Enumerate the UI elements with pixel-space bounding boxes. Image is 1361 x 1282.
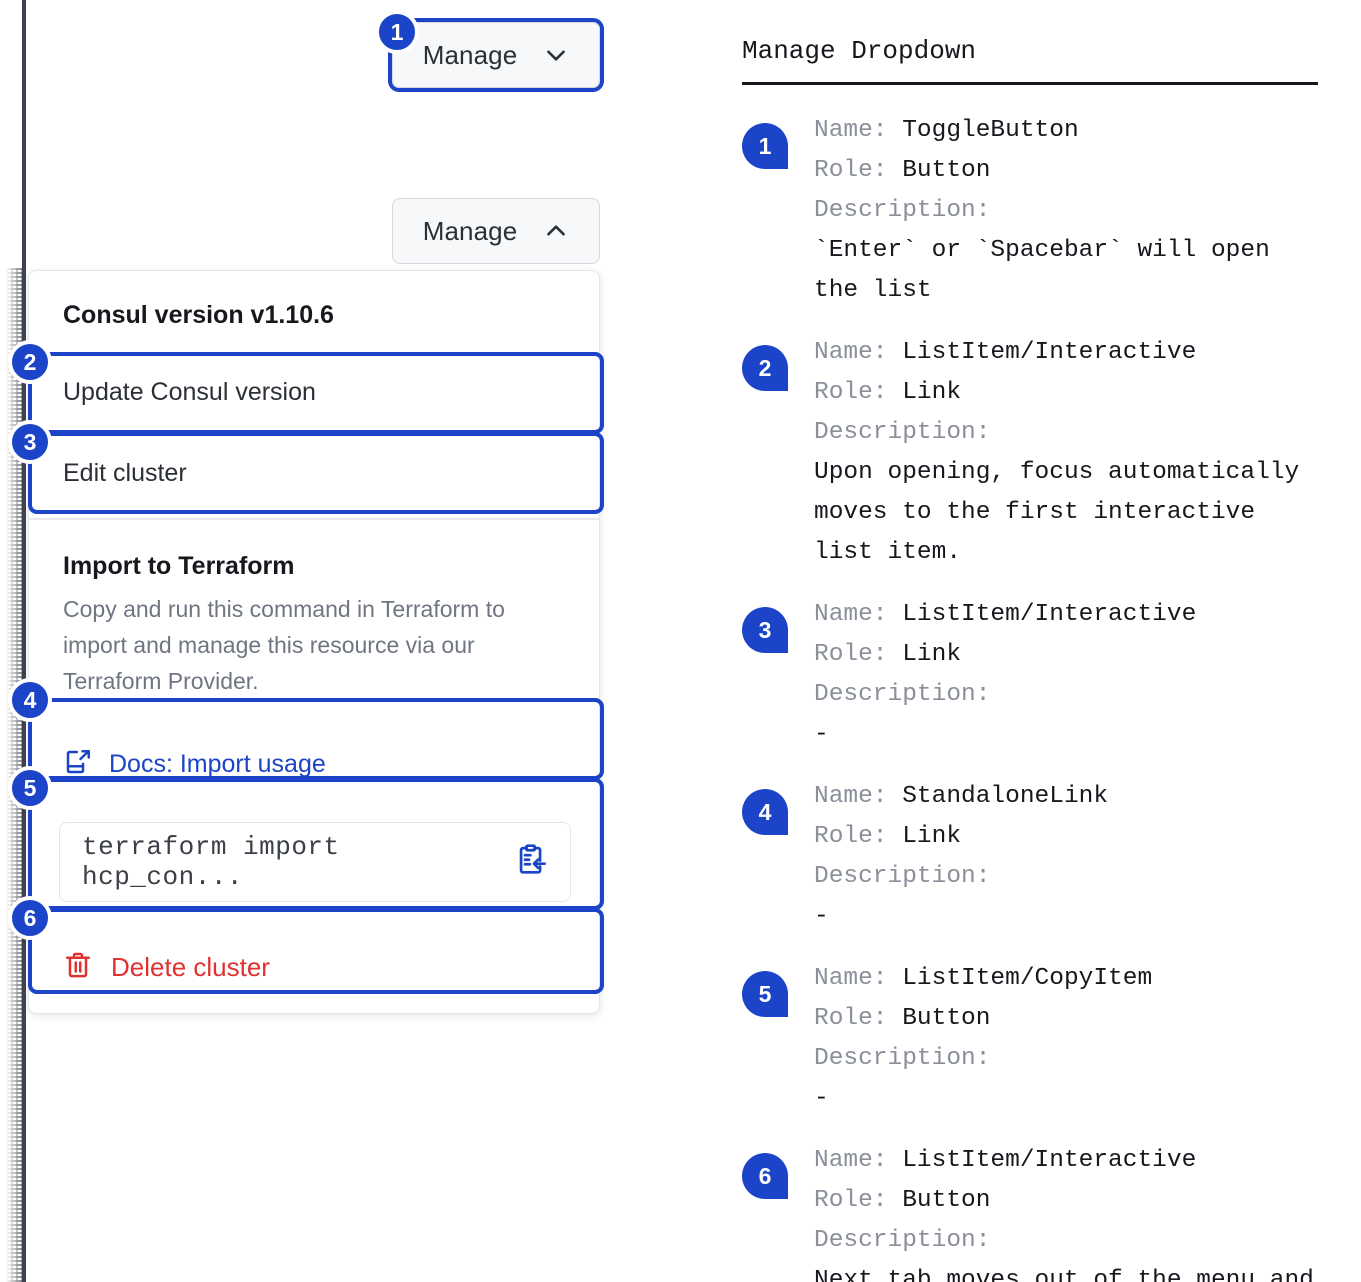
consul-version-header: Consul version v1.10.6 [63, 301, 334, 329]
external-link-docs-icon [63, 747, 93, 782]
marker-badge-1: 1 [375, 10, 419, 54]
legend-role-value: Link [902, 823, 962, 850]
legend-description-value: Upon opening, focus automatically moves … [814, 459, 1300, 566]
menu-item-edit-cluster[interactable]: Edit cluster [63, 459, 187, 487]
marker-badge-2: 2 [8, 340, 52, 384]
menu-divider [29, 518, 599, 520]
terraform-command-field[interactable]: terraform import hcp_con... [59, 822, 571, 902]
legend-name-value: ListItem/Interactive [902, 339, 1197, 366]
legend-role-label: Role: [814, 1005, 888, 1032]
legend-role-value: Link [902, 641, 962, 668]
legend-description-label: Description: [814, 1045, 991, 1072]
legend-description-value: `Enter` or `Spacebar` will open the list [814, 237, 1270, 304]
legend-role-label: Role: [814, 641, 888, 668]
legend-description-label: Description: [814, 1227, 991, 1254]
legend-pin-4: 4 [742, 789, 788, 835]
legend-name-label: Name: [814, 601, 888, 628]
docs-import-usage-link[interactable]: Docs: Import usage [29, 725, 599, 804]
legend-name-value: ListItem/CopyItem [902, 965, 1153, 992]
legend-description-value: - [814, 1085, 829, 1112]
import-to-terraform-title: Import to Terraform [63, 552, 295, 580]
legend-name-label: Name: [814, 117, 888, 144]
legend-pin-5: 5 [742, 971, 788, 1017]
page-edge-decoration [22, 0, 26, 1282]
legend-description-label: Description: [814, 681, 991, 708]
legend-entry: 6 Name: ListItem/Interactive Role: Butto… [742, 1141, 1318, 1282]
legend-role-value: Link [902, 379, 962, 406]
delete-cluster-label: Delete cluster [111, 952, 270, 982]
legend-name-label: Name: [814, 965, 888, 992]
legend-name-value: ToggleButton [902, 117, 1079, 144]
menu-item-delete-cluster[interactable]: Delete cluster [29, 924, 599, 1013]
manage-toggle-button-expanded[interactable]: Manage [392, 198, 600, 264]
legend-description-value: - [814, 903, 829, 930]
legend-role-label: Role: [814, 823, 888, 850]
legend-name-value: ListItem/Interactive [902, 1147, 1197, 1174]
dropdown-demo-pane: Manage 1 Manage Consul version v1.10.6 U… [0, 0, 700, 1282]
marker-badge-3: 3 [8, 420, 52, 464]
legend-role-label: Role: [814, 157, 888, 184]
import-to-terraform-description: Copy and run this command in Terraform t… [63, 596, 505, 694]
legend-description-label: Description: [814, 197, 991, 224]
legend-entry: 3 Name: ListItem/Interactive Role: Link … [742, 595, 1318, 755]
marker-badge-4: 4 [8, 678, 52, 722]
legend-entry: 1 Name: ToggleButton Role: Button Descri… [742, 111, 1318, 311]
legend-description-value: Next tab moves out of the menu and to th… [814, 1267, 1314, 1282]
legend-name-value: ListItem/Interactive [902, 601, 1197, 628]
menu-item-update-consul-version[interactable]: Update Consul version [63, 378, 316, 406]
legend-title: Manage Dropdown [742, 36, 977, 66]
legend-name-label: Name: [814, 783, 888, 810]
legend-entry: 5 Name: ListItem/CopyItem Role: Button D… [742, 959, 1318, 1119]
chevron-down-icon [543, 42, 569, 68]
legend-name-value: StandaloneLink [902, 783, 1109, 810]
legend-entry: 4 Name: StandaloneLink Role: Link Descri… [742, 777, 1318, 937]
trash-icon [63, 950, 93, 985]
legend-divider [742, 82, 1318, 85]
manage-dropdown-panel: Consul version v1.10.6 Update Consul ver… [28, 270, 600, 1014]
legend-entry: 2 Name: ListItem/Interactive Role: Link … [742, 333, 1318, 573]
legend-pin-1: 1 [742, 123, 788, 169]
legend-role-label: Role: [814, 379, 888, 406]
manage-toggle-button-collapsed[interactable]: Manage [392, 22, 600, 88]
legend-role-label: Role: [814, 1187, 888, 1214]
annotation-legend-pane: Manage Dropdown 1 Name: ToggleButton Rol… [742, 36, 1318, 1282]
legend-description-label: Description: [814, 863, 991, 890]
legend-role-value: Button [902, 157, 991, 184]
chevron-up-icon [543, 218, 569, 244]
marker-badge-6: 6 [8, 896, 52, 940]
legend-description-label: Description: [814, 419, 991, 446]
legend-pin-2: 2 [742, 345, 788, 391]
marker-badge-5: 5 [8, 766, 52, 810]
docs-import-usage-label: Docs: Import usage [109, 750, 326, 778]
manage-toggle-label-collapsed: Manage [422, 39, 518, 70]
legend-description-value: - [814, 721, 829, 748]
legend-pin-3: 3 [742, 607, 788, 653]
legend-pin-6: 6 [742, 1153, 788, 1199]
terraform-command-value: terraform import hcp_con... [82, 832, 340, 892]
legend-name-label: Name: [814, 1147, 888, 1174]
terraform-command-row: terraform import hcp_con... [29, 804, 599, 924]
legend-role-value: Button [902, 1005, 991, 1032]
manage-toggle-label-expanded: Manage [422, 215, 518, 246]
legend-role-value: Button [902, 1187, 991, 1214]
legend-name-label: Name: [814, 339, 888, 366]
clipboard-copy-icon[interactable] [514, 843, 548, 882]
